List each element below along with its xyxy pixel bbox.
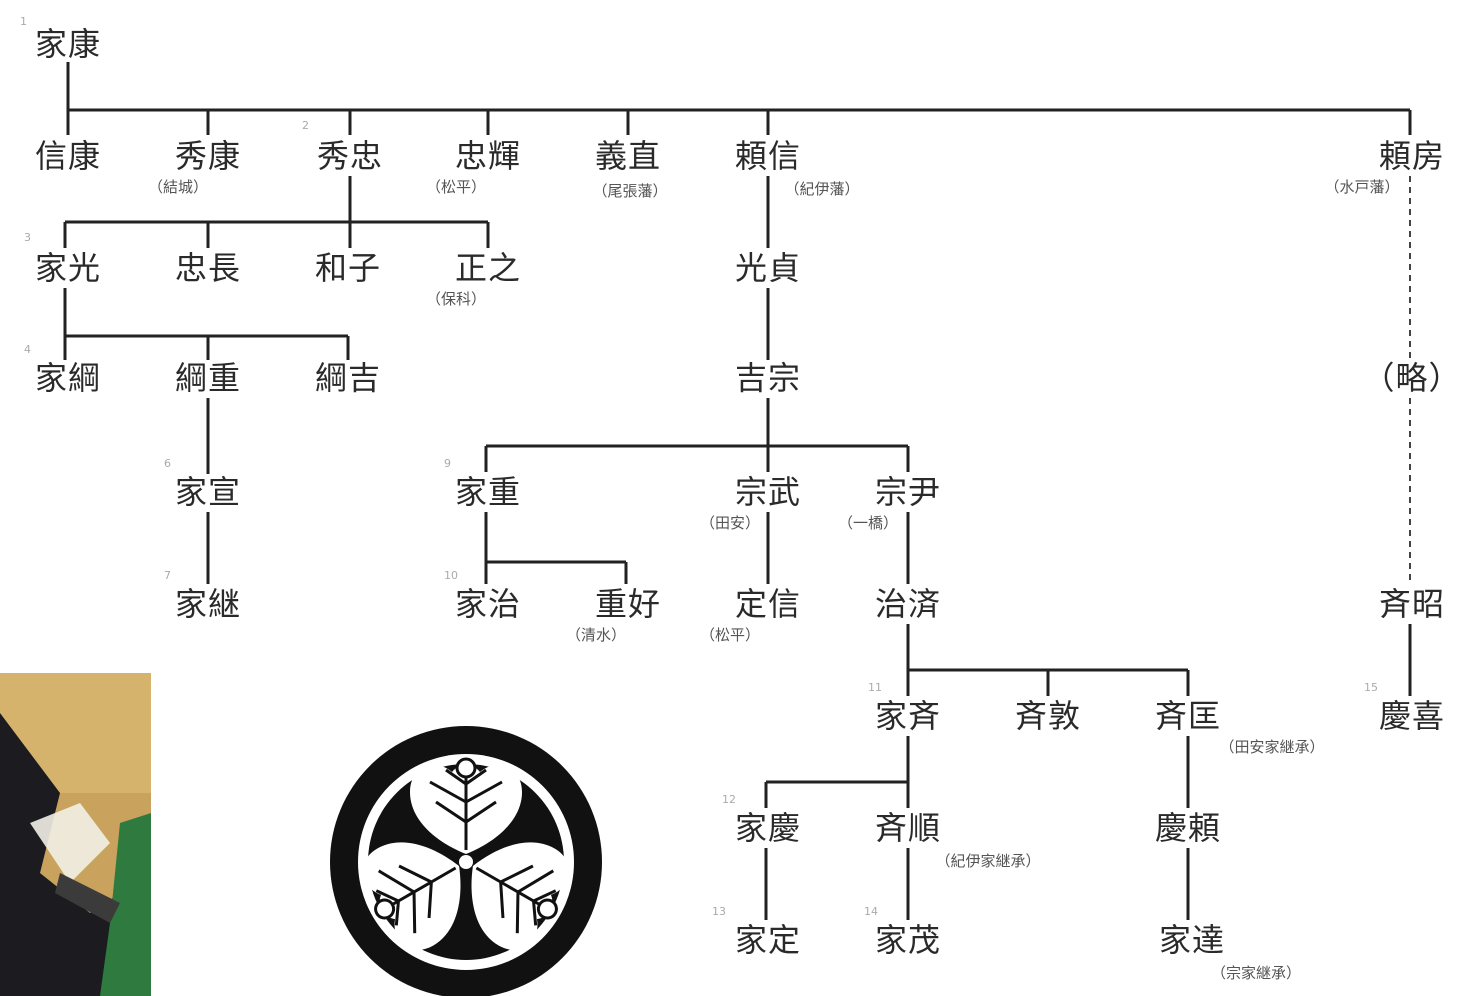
node-masako: 和子 bbox=[314, 249, 382, 287]
generation-number: 15 bbox=[1364, 681, 1378, 694]
node-masayuki: 正之 bbox=[454, 249, 522, 287]
node-narijun: 斉順 bbox=[874, 809, 942, 847]
node-hideyasu: 秀康 bbox=[174, 137, 242, 175]
node-tsunashige: 綱重 bbox=[174, 359, 242, 397]
node-tadanaga: 忠長 bbox=[174, 249, 242, 287]
node-sadanobu: 定信 bbox=[734, 585, 802, 623]
edge-iemitsu-children bbox=[63, 288, 350, 360]
portrait-painting-fragment bbox=[0, 673, 151, 996]
edge-harusada-children bbox=[906, 624, 1190, 696]
node-omitted: （略） bbox=[1362, 359, 1461, 397]
node-ieshige: 家重 bbox=[454, 473, 522, 511]
node-narimasa-note: （田安家継承） bbox=[1219, 738, 1325, 756]
node-yorinobu-note: （紀伊藩） bbox=[784, 180, 860, 198]
node-yoshiyori: 慶頼 bbox=[1154, 809, 1222, 847]
node-sadanobu-note: （松平） bbox=[699, 626, 761, 644]
edge-ieshige-children bbox=[484, 512, 628, 584]
node-narijun-note: （紀伊家継承） bbox=[935, 852, 1041, 870]
node-hideyasu-note: （結城） bbox=[147, 178, 209, 196]
node-yoshimune: 吉宗 bbox=[734, 359, 802, 397]
node-yoshinao: 義直 bbox=[594, 137, 662, 175]
node-iesato: 家達 bbox=[1158, 921, 1226, 959]
node-ieharu: 家治 bbox=[454, 585, 522, 623]
node-ietsuna: 家綱 bbox=[34, 359, 102, 397]
node-ieyasu: 家康 bbox=[34, 25, 102, 63]
node-yorifusa-note: （水戸藩） bbox=[1324, 178, 1400, 196]
node-muneta-note: （一橋） bbox=[837, 514, 899, 532]
node-mitsusada: 光貞 bbox=[734, 249, 802, 287]
node-ienobu: 家宣 bbox=[174, 473, 242, 511]
node-yorifusa: 頼房 bbox=[1378, 137, 1446, 175]
generation-number: 13 bbox=[712, 905, 726, 918]
generation-number: 6 bbox=[164, 457, 171, 470]
node-tsunayoshi: 綱吉 bbox=[314, 359, 382, 397]
node-tadateru: 忠輝 bbox=[454, 137, 522, 175]
node-nobuyasu: 信康 bbox=[34, 137, 102, 175]
node-munetake-note: （田安） bbox=[699, 514, 761, 532]
node-iemitsu: 家光 bbox=[34, 249, 102, 287]
node-iesato-note: （宗家継承） bbox=[1210, 964, 1302, 982]
node-shigeyoshi-note: （清水） bbox=[565, 626, 627, 644]
node-iesada: 家定 bbox=[734, 921, 802, 959]
node-hidetada: 秀忠 bbox=[316, 137, 384, 175]
tokugawa-crest-icon bbox=[330, 726, 602, 996]
generation-number: 4 bbox=[24, 343, 31, 356]
edge-hidetada-children bbox=[63, 176, 490, 248]
generation-number: 14 bbox=[864, 905, 878, 918]
node-masayuki-note: （保科） bbox=[425, 290, 487, 308]
node-naritoshi: 斉敦 bbox=[1014, 697, 1082, 735]
node-ieyoshi: 家慶 bbox=[734, 809, 802, 847]
node-yorinobu: 頼信 bbox=[734, 137, 802, 175]
edge-ienari-children bbox=[764, 736, 910, 808]
node-nariaki: 斉昭 bbox=[1378, 585, 1446, 623]
node-ietsugu: 家継 bbox=[174, 585, 242, 623]
node-shigeyoshi: 重好 bbox=[594, 585, 662, 623]
node-harusada: 治済 bbox=[874, 585, 942, 623]
generation-number: 3 bbox=[24, 231, 31, 244]
generation-number: 1 bbox=[20, 15, 27, 28]
edge-yoshimune-children bbox=[484, 398, 910, 472]
node-yoshinobu: 慶喜 bbox=[1378, 697, 1446, 735]
node-tadateru-note: （松平） bbox=[425, 178, 487, 196]
generation-number: 2 bbox=[302, 119, 309, 132]
generation-number: 12 bbox=[722, 793, 736, 806]
node-iemochi: 家茂 bbox=[874, 921, 942, 959]
edge-ieyasu-children bbox=[66, 62, 1412, 135]
node-muneta: 宗尹 bbox=[874, 473, 942, 511]
generation-number: 7 bbox=[164, 569, 171, 582]
node-narimasa: 斉匡 bbox=[1154, 697, 1222, 735]
generation-number: 11 bbox=[868, 681, 882, 694]
node-munetake: 宗武 bbox=[734, 473, 802, 511]
node-yoshinao-note: （尾張藩） bbox=[592, 182, 668, 200]
node-ienari: 家斉 bbox=[874, 697, 942, 735]
generation-number: 9 bbox=[444, 457, 451, 470]
generation-number: 10 bbox=[444, 569, 458, 582]
